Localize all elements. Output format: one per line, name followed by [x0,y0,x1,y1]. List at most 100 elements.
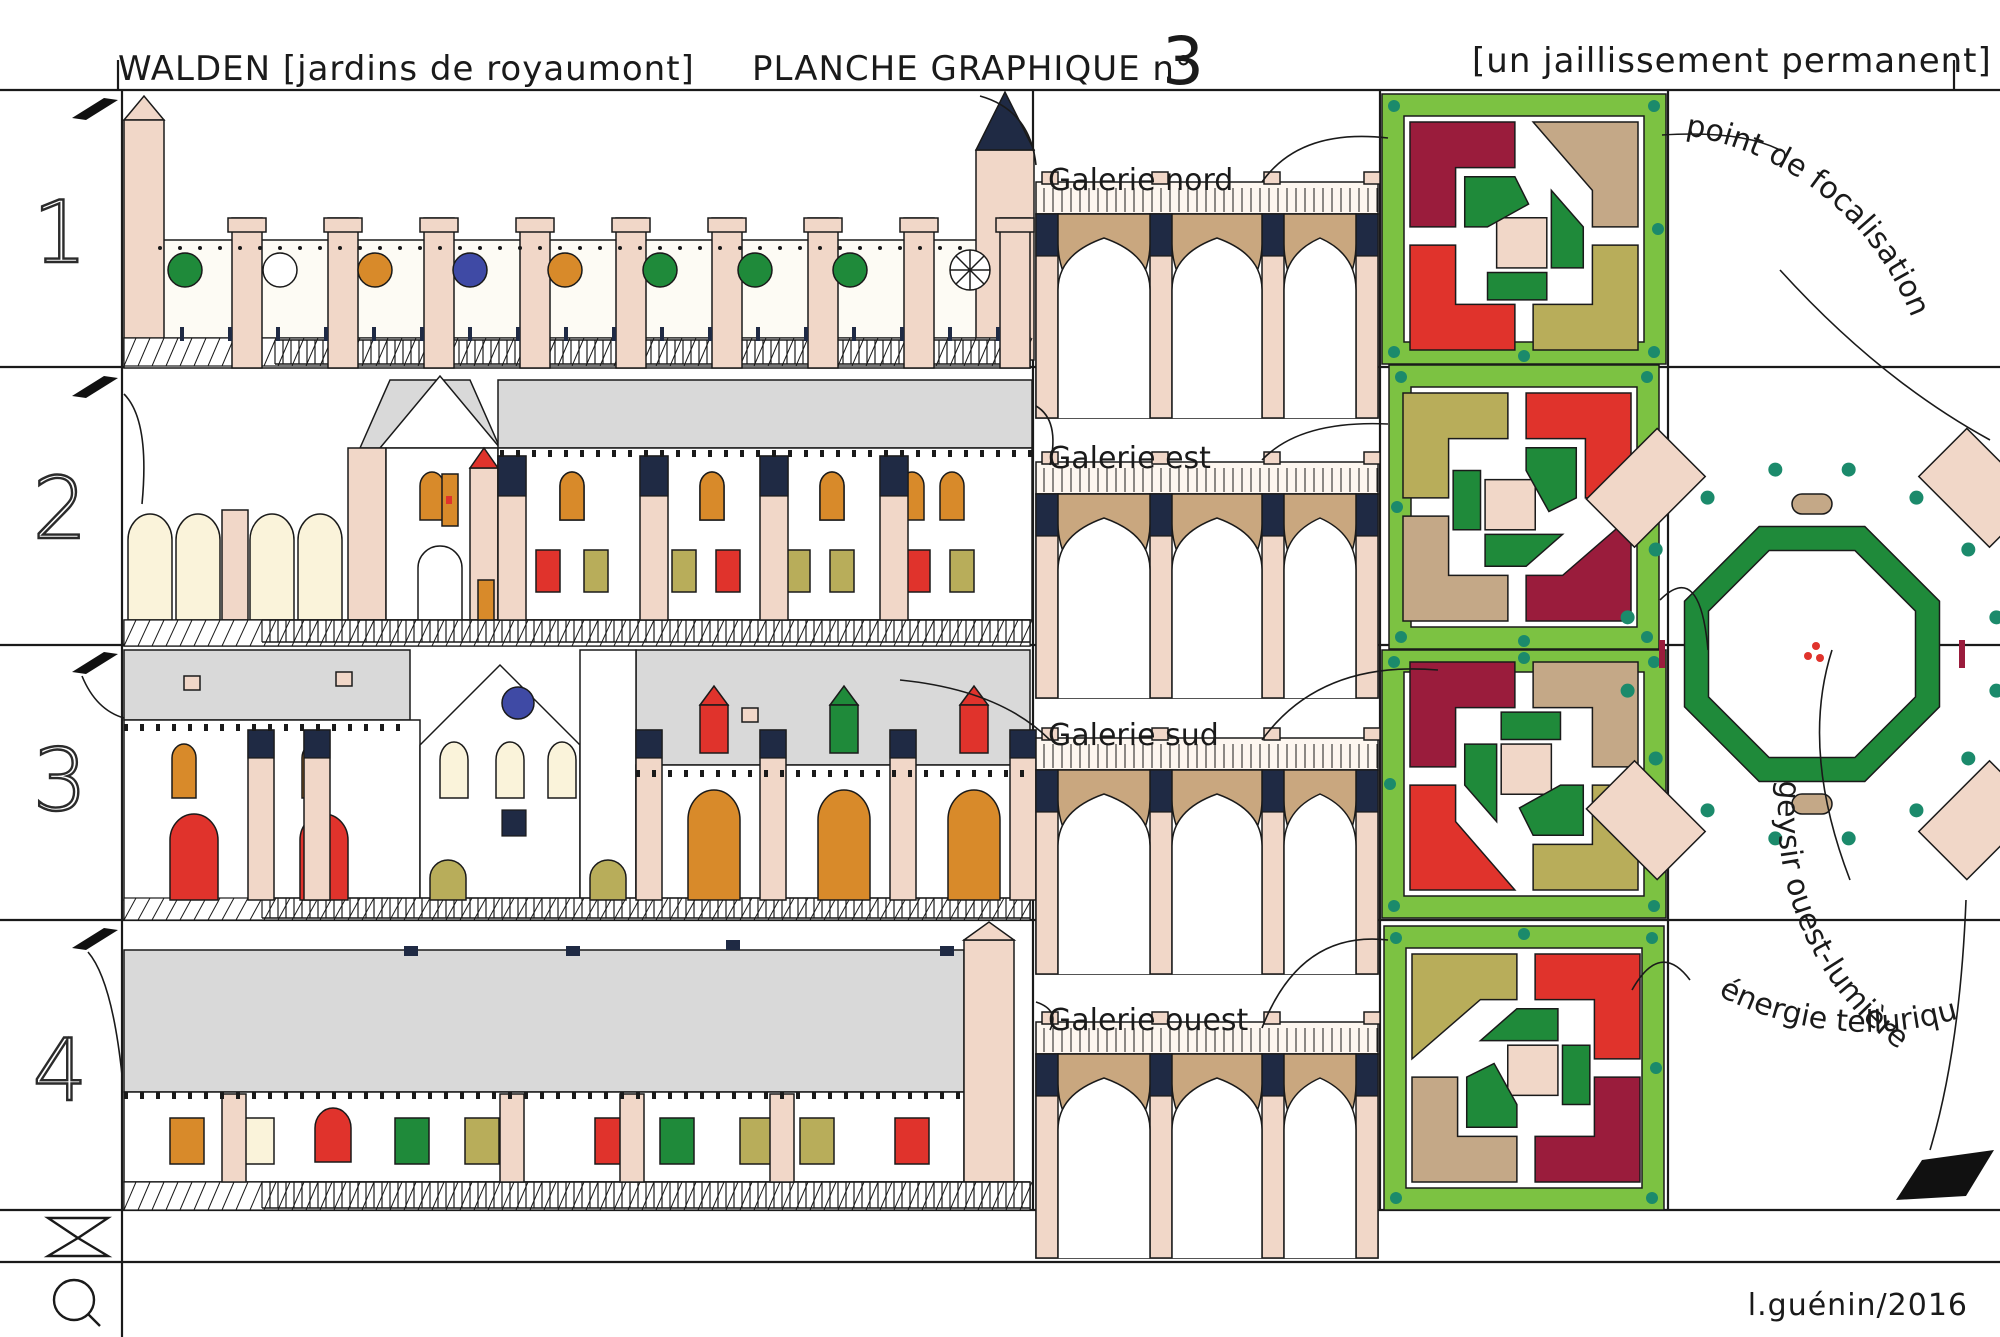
garden-plan [1381,93,1667,365]
hatch-line [249,1181,263,1211]
hatch-line [977,897,991,921]
dentil [172,1092,176,1099]
hatch-line [235,619,249,647]
pier-top [759,729,787,759]
post [852,327,856,341]
dentil [956,770,960,777]
hatch-line [375,337,389,367]
dentil [652,1092,656,1099]
low-window [671,549,697,593]
post-cap [1041,1011,1059,1025]
dentil [636,770,640,777]
tree-dot [1388,900,1400,912]
dot [698,246,702,250]
post-cap [1263,451,1281,465]
hatch-line [557,337,571,367]
dentil [588,1092,592,1099]
tree-dot [1384,778,1396,790]
chimney [404,946,418,956]
dentil [844,1092,848,1099]
tree-dot [1989,683,2000,698]
galerie-label-1: Galerie nord [1048,163,1233,198]
row-number-4: 4 [33,1021,88,1121]
dentil [828,1092,832,1099]
bed-corner [1402,515,1509,622]
bed-corner [1534,953,1641,1060]
dentil [636,1092,640,1099]
plate-number: 3 [1162,23,1204,100]
pier [619,1093,645,1183]
bed-corner [1531,121,1639,228]
hatch-line [557,897,571,921]
galerie-arch [1283,237,1357,418]
bed-corner [1409,121,1516,228]
hatch-line [949,1181,963,1211]
door [477,579,495,621]
pillar [231,217,263,369]
dentil [236,1092,240,1099]
tree-dot [1388,100,1400,112]
dentil [980,450,984,457]
hatch-line [445,897,459,921]
dentil [684,770,688,777]
path-slab [1585,759,1707,881]
dentil [556,1092,560,1099]
hatch-line [221,897,235,921]
row-number-2: 2 [33,459,88,559]
hatch-line [151,1181,165,1211]
hatch-line [669,1181,683,1211]
small-door [589,859,627,901]
hatch-line [809,1181,823,1211]
bed-center [1507,1044,1559,1097]
dot [358,246,362,250]
post [756,327,760,341]
tree-dot [1518,928,1530,940]
dentil [1028,450,1032,457]
window [799,1117,835,1165]
facade-details [123,217,1037,1211]
hatch-line [165,897,179,921]
dot [678,246,682,250]
dot [578,246,582,250]
hatch-line [333,1181,347,1211]
dentil [156,724,160,731]
tree-dot [1961,542,1976,557]
dentil [396,1092,400,1099]
dot [398,246,402,250]
high-window [559,471,585,521]
hatch-line [725,1181,739,1211]
dentil [844,770,848,777]
hatch-line [669,897,683,921]
turret [699,704,729,754]
dentil [564,450,568,457]
dentil [932,450,936,457]
pillar-cap [515,217,555,233]
galerie-pier-top [1149,213,1173,257]
dentil [916,450,920,457]
galerie-arch [1057,1077,1151,1258]
hatch-line [389,337,403,367]
dentil [804,450,808,457]
low-window [583,549,609,593]
pillar-cap [323,217,363,233]
dentil [908,1092,912,1099]
bed-green [1478,1007,1559,1042]
hatch-line [753,337,767,367]
dot [618,246,622,250]
dot [318,246,322,250]
high-window [819,471,845,521]
pillar [903,217,935,369]
geyser-dot [1812,642,1820,650]
tree-dot [1620,683,1635,698]
dentil [716,1092,720,1099]
galerie-pier-top [1355,493,1379,537]
hatch-line [151,619,165,647]
dentil [220,724,224,731]
hatch-line [837,897,851,921]
dentil [732,770,736,777]
small-door [429,859,467,901]
window [659,1117,695,1165]
hatch-line [403,337,417,367]
dot [558,246,562,250]
